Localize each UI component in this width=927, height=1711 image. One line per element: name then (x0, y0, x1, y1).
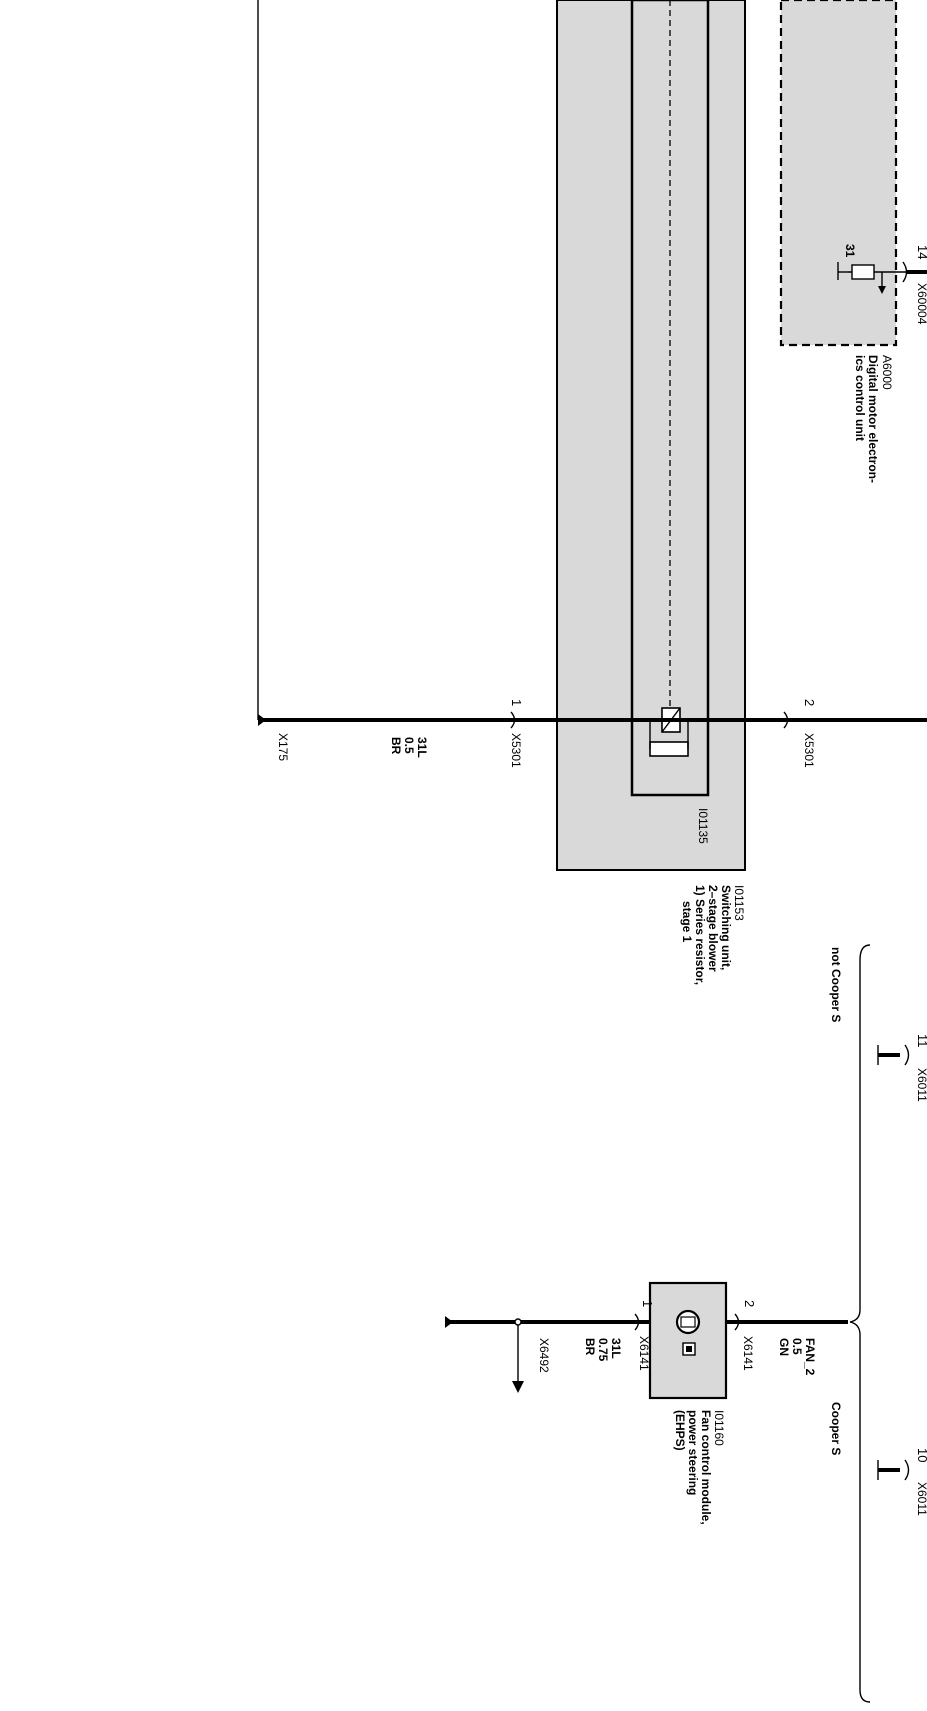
fan-bottom-pin: 1 (640, 1300, 655, 1307)
fan-bottom-connector: X6141 (637, 1336, 651, 1371)
x6011-a-pin: 11 (915, 1034, 927, 1048)
ground-wire-label-3: BR (389, 737, 403, 755)
switching-unit-desc-4: stage 1 (680, 901, 694, 943)
motor-symbol (675, 1309, 701, 1356)
dme-desc-1: Digital motor electron- (866, 355, 880, 483)
dme-box (779, 0, 898, 347)
series-resistor-id: I01135 (696, 808, 710, 844)
x5301-top-label: X5301 (802, 733, 816, 768)
x6011-a-label: X6011 (915, 1068, 927, 1102)
x6492-label: X6492 (537, 1338, 551, 1373)
fan-signal-label-1: FAN_2 (803, 1338, 817, 1376)
x6011-b-pin: 10 (915, 1448, 927, 1462)
x6492-ground (512, 1318, 524, 1393)
x175-label: X175 (276, 733, 290, 761)
fan-ground-label-1: 31L (609, 1338, 623, 1359)
x5301-bottom-label: X5301 (509, 733, 523, 768)
x5301-top-pin: 2 (802, 699, 817, 706)
fan-signal-label-2: 0.5 (790, 1338, 804, 1355)
x5301-bottom-pin: 1 (509, 699, 524, 706)
fan-top-connector: X6141 (741, 1336, 755, 1371)
fan-signal-label-3: GN (777, 1338, 791, 1356)
fan-module-desc-2: power steering (686, 1410, 700, 1495)
switching-unit-desc-2: 2–stage blower (706, 885, 720, 972)
fan-module-id: I01160 (712, 1410, 726, 1446)
variant-cooper-s: Cooper S (829, 1402, 843, 1455)
variant-bracket (849, 944, 871, 1703)
x6011-pin-11 (877, 1044, 910, 1066)
dme-connector: X60004 (915, 283, 927, 325)
variant-not-cooper-s: not Cooper S (829, 947, 843, 1022)
ground-wire-label-1: 31L (415, 737, 429, 758)
switching-unit-desc-3: 1) Series resistor, (693, 885, 707, 985)
dme-pin: 14 (915, 245, 927, 259)
fan-top-pin: 2 (742, 1300, 757, 1307)
fan-module-box (648, 1281, 728, 1400)
fan-ground-label-2: 0.75 (596, 1338, 610, 1362)
fan-module-desc-3: (EHPS) (673, 1410, 687, 1451)
dme-desc-2: ics control unit (853, 355, 867, 441)
ground-wire-label-2: 0.5 (402, 737, 416, 754)
series-resistor-symbol (643, 707, 695, 757)
switching-unit-id: I01153 (732, 885, 746, 921)
dme-ground-label: 31 (843, 244, 857, 258)
switching-unit-desc-1: Switching unit, (719, 885, 733, 970)
dme-id: A6000 (880, 355, 894, 390)
dme-ground-resistor (837, 262, 906, 294)
fan-module-desc-1: Fan control module, (699, 1410, 713, 1525)
x6011-pin-10 (877, 1459, 910, 1481)
x6011-b-label: X6011 (915, 1482, 927, 1516)
fan-ground-label-3: BR (583, 1338, 597, 1356)
